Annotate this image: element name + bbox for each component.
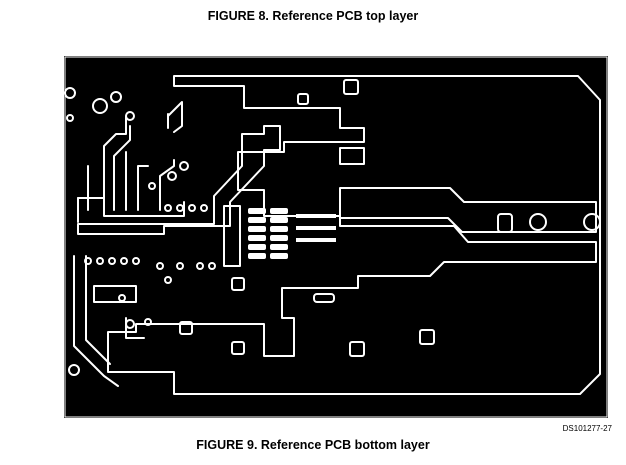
square-pad: [231, 341, 245, 355]
via: [132, 257, 140, 265]
via: [108, 257, 116, 265]
via: [188, 204, 196, 212]
via: [68, 364, 80, 376]
via: [84, 257, 92, 265]
via: [92, 98, 108, 114]
via: [164, 204, 172, 212]
via: [164, 276, 172, 284]
square-pad: [343, 79, 359, 95]
square-pad: [349, 341, 365, 357]
ic-pad: [248, 226, 266, 232]
square-pad: [419, 329, 435, 345]
ic-pad: [248, 244, 266, 250]
ic-pad: [248, 208, 266, 214]
via: [179, 161, 189, 171]
ic-pad: [270, 253, 288, 259]
ic-body-outline: [223, 205, 241, 267]
via: [200, 204, 208, 212]
pcb-board: [64, 56, 608, 418]
ic-lead-trace: [296, 238, 336, 242]
via: [64, 87, 76, 99]
trace-segment: [339, 147, 365, 165]
ic-pad: [270, 208, 288, 214]
ic-lead-trace: [296, 226, 336, 230]
via: [120, 257, 128, 265]
ic-pad: [248, 235, 266, 241]
via: [96, 257, 104, 265]
via: [118, 294, 126, 302]
left-trace: [77, 197, 185, 217]
figure-9-caption: FIGURE 9. Reference PCB bottom layer: [196, 438, 430, 452]
top-left-trace: [167, 101, 183, 133]
via: [125, 111, 135, 121]
output-trace: [339, 187, 597, 233]
ic-pad: [270, 244, 288, 250]
ground-pour-outline: [107, 75, 601, 395]
round-pad: [583, 213, 601, 231]
via: [208, 262, 216, 270]
ic-region-trace: [77, 125, 281, 235]
pcb-artwork: [64, 56, 608, 418]
ic-pad: [248, 217, 266, 223]
document-code: DS101277-27: [562, 424, 612, 433]
via: [176, 262, 184, 270]
via: [66, 114, 74, 122]
round-pads: [64, 87, 601, 376]
ic-pads: [248, 208, 336, 259]
ic-lead-trace: [296, 214, 336, 218]
square-pads: [179, 79, 513, 357]
pcb-bottom-layer-image: [64, 56, 608, 418]
left-trace: [137, 165, 149, 211]
via: [167, 171, 177, 181]
lower-left-pour: [93, 285, 137, 303]
via: [148, 182, 156, 190]
square-pad: [297, 93, 309, 105]
pcb-edge: [64, 56, 608, 418]
via: [196, 262, 204, 270]
ic-pad: [270, 235, 288, 241]
lower-left-trace: [85, 255, 111, 365]
via: [110, 91, 122, 103]
square-pad: [313, 293, 335, 303]
square-pad: [231, 277, 245, 291]
square-pad: [497, 213, 513, 233]
via: [156, 262, 164, 270]
left-trace: [159, 159, 175, 211]
square-pad: [179, 321, 193, 335]
via: [176, 204, 184, 212]
round-pad: [529, 213, 547, 231]
lower-left-trace: [73, 255, 119, 387]
figure-8-caption: FIGURE 8. Reference PCB top layer: [207, 9, 419, 23]
via: [125, 319, 135, 329]
ic-pad: [270, 226, 288, 232]
left-trace: [113, 125, 131, 211]
ic-pad: [248, 253, 266, 259]
ic-pad: [270, 217, 288, 223]
left-trace: [103, 115, 127, 199]
via: [144, 318, 152, 326]
